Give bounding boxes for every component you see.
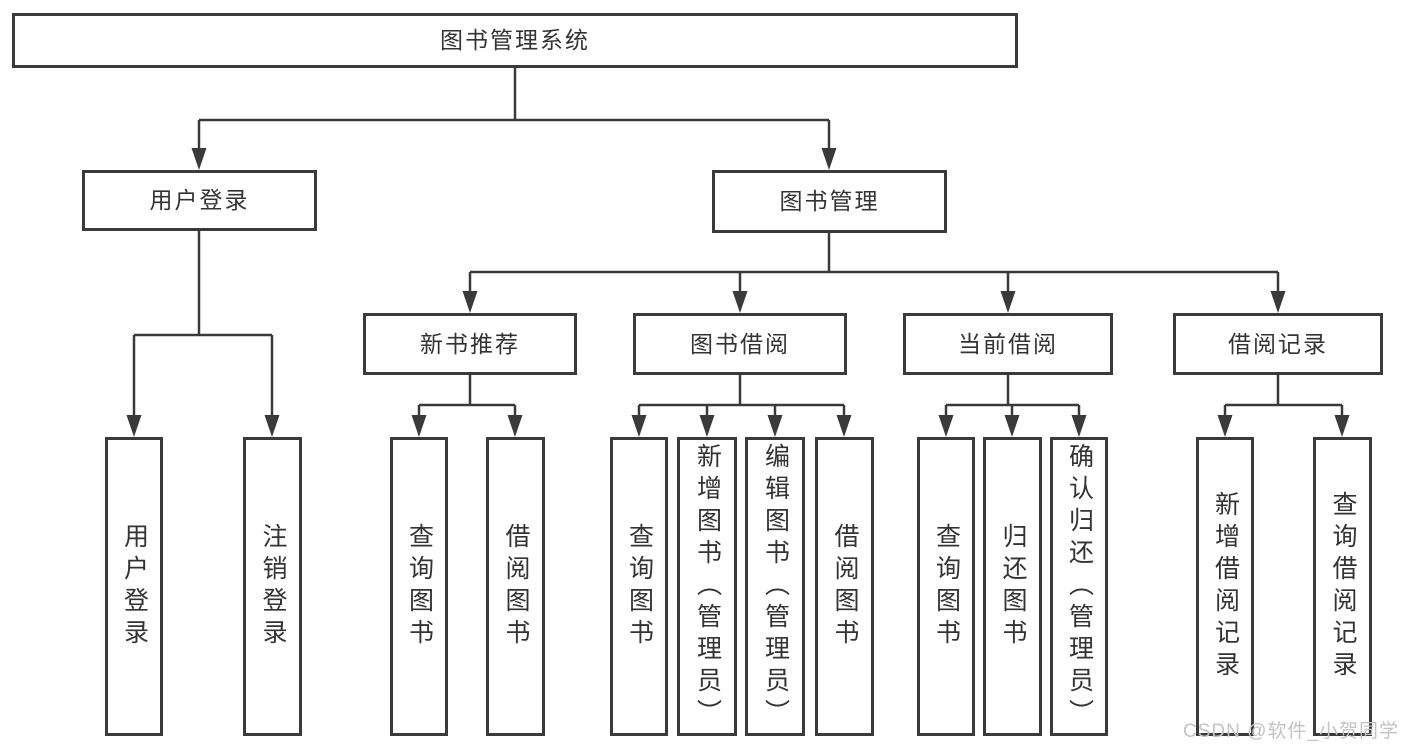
leaf-edit-books-admin: 编辑图书（管理员） [745, 437, 805, 736]
node-current-borrow: 当前借阅 [903, 313, 1113, 375]
leaf-query-books-current-label: 查询图书 [932, 522, 961, 651]
leaf-borrow-books-label: 借阅图书 [831, 522, 859, 651]
leaf-query-borrow-record: 查询借阅记录 [1313, 437, 1372, 736]
node-root-label: 图书管理系统 [440, 27, 590, 53]
arrow-down-icon [1071, 415, 1087, 437]
node-book-management: 图书管理 [712, 170, 947, 233]
arrow-down-icon [1334, 415, 1350, 437]
connector-borrow-records-children [1223, 375, 1344, 418]
connector-new-book-recommend-children [417, 375, 517, 418]
arrow-down-icon [767, 415, 783, 437]
node-new-book-recommend: 新书推荐 [363, 313, 577, 375]
arrow-down-icon [462, 291, 478, 313]
node-user-login: 用户登录 [82, 170, 317, 231]
leaf-query-books-borrow-label: 查询图书 [625, 522, 654, 651]
leaf-query-books-recommend-label: 查询图书 [405, 522, 434, 651]
arrow-down-icon [631, 415, 647, 437]
leaf-logout-label: 注销登录 [259, 522, 287, 651]
arrow-down-icon [938, 415, 954, 437]
arrow-down-icon [507, 415, 523, 437]
node-user-login-label: 用户登录 [149, 187, 250, 213]
node-book-borrow: 图书借阅 [633, 313, 847, 375]
node-new-book-recommend-label: 新书推荐 [420, 330, 520, 357]
leaf-query-books-recommend: 查询图书 [390, 437, 448, 736]
leaf-user-login: 用户登录 [105, 437, 163, 736]
leaf-edit-books-admin-label: 编辑图书（管理员） [761, 442, 790, 731]
arrow-down-icon [821, 148, 837, 170]
node-root: 图书管理系统 [12, 13, 1018, 68]
leaf-borrow-books: 借阅图书 [815, 437, 874, 736]
connector-root-to-level2 [197, 68, 831, 150]
leaf-add-books-admin: 新增图书（管理员） [677, 437, 737, 736]
node-borrow-records: 借阅记录 [1173, 313, 1383, 375]
leaf-user-login-label: 用户登录 [120, 522, 149, 651]
connector-book-borrow-children [637, 375, 846, 418]
connector-current-borrow-children [944, 375, 1081, 418]
leaf-query-books-current: 查询图书 [917, 437, 975, 736]
arrow-down-icon [1004, 415, 1020, 437]
watermark: CSDN @软件_小贺同学 [1183, 721, 1399, 742]
leaf-borrow-books-recommend: 借阅图书 [486, 437, 545, 736]
connector-user-login-children [132, 231, 274, 418]
node-book-management-label: 图书管理 [779, 188, 880, 214]
leaf-return-books: 归还图书 [983, 437, 1042, 736]
node-book-borrow-label: 图书借阅 [690, 330, 790, 357]
arrow-down-icon [1270, 291, 1286, 313]
leaf-logout: 注销登录 [243, 437, 302, 736]
leaf-borrow-books-recommend-label: 借阅图书 [502, 522, 530, 651]
leaf-add-books-admin-label: 新增图书（管理员） [693, 442, 722, 731]
arrow-down-icon [264, 415, 280, 437]
leaf-confirm-return-admin-label: 确认归还（管理员） [1065, 442, 1094, 731]
leaf-add-borrow-record: 新增借阅记录 [1196, 437, 1254, 736]
arrow-down-icon [732, 291, 748, 313]
arrow-down-icon [699, 415, 715, 437]
connector-book-management-children [468, 233, 1280, 293]
leaf-add-borrow-record-label: 新增借阅记录 [1211, 490, 1240, 683]
node-borrow-records-label: 借阅记录 [1228, 330, 1328, 357]
leaf-query-borrow-record-label: 查询借阅记录 [1329, 490, 1357, 683]
arrow-down-icon [191, 148, 207, 170]
arrow-down-icon [1217, 415, 1233, 437]
arrowheads [126, 148, 1350, 437]
arrow-down-icon [836, 415, 852, 437]
arrow-down-icon [1000, 291, 1016, 313]
node-current-borrow-label: 当前借阅 [958, 330, 1058, 357]
leaf-return-books-label: 归还图书 [999, 522, 1027, 651]
leaf-query-books-borrow: 查询图书 [610, 437, 668, 736]
arrow-down-icon [411, 415, 427, 437]
arrow-down-icon [126, 415, 142, 437]
leaf-confirm-return-admin: 确认归还（管理员） [1050, 437, 1108, 736]
